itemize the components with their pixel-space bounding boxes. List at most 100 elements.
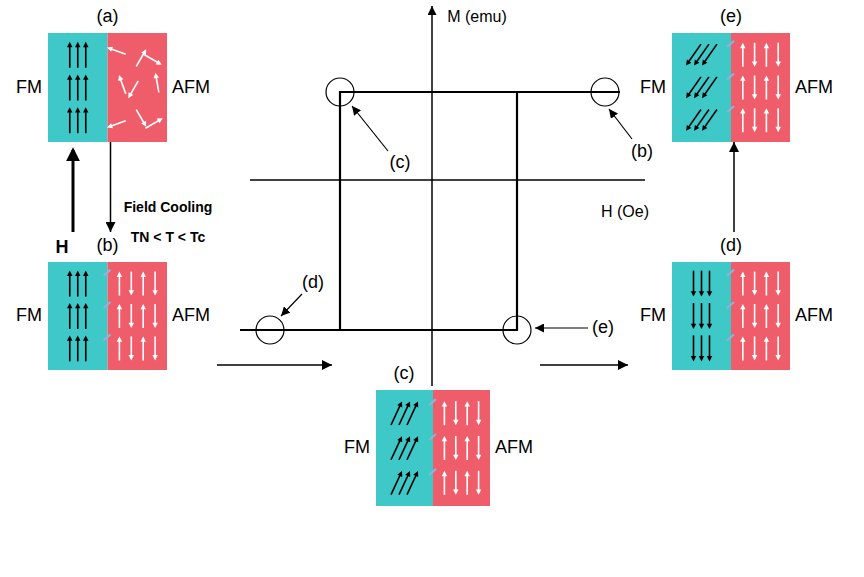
callout-label: (b) bbox=[631, 142, 653, 162]
spin-arrow bbox=[391, 404, 401, 425]
spin-arrow bbox=[754, 304, 756, 325]
spin-arrow bbox=[119, 275, 121, 296]
spin-arrow bbox=[754, 336, 756, 357]
spin-arrow bbox=[444, 404, 446, 425]
spin-arrow bbox=[777, 76, 779, 97]
spin-arrow-head bbox=[154, 73, 159, 79]
spin-arrow-head bbox=[686, 125, 691, 131]
leader-arrow bbox=[352, 106, 388, 151]
spin-arrow bbox=[85, 306, 87, 329]
interface-coupling bbox=[104, 334, 111, 340]
spin-arrow bbox=[696, 44, 709, 63]
spin-arrow bbox=[407, 439, 417, 460]
afm-layer bbox=[108, 262, 168, 370]
spin-arrow bbox=[742, 339, 744, 360]
spin-arrow bbox=[693, 303, 695, 326]
spin-arrow bbox=[407, 474, 417, 495]
spin-arrow bbox=[709, 271, 711, 294]
spin-arrow bbox=[144, 55, 159, 64]
spin-arrow bbox=[69, 338, 71, 361]
spin-arrow-head bbox=[707, 291, 712, 296]
spin-arrow-head bbox=[405, 401, 410, 407]
spin-arrow bbox=[704, 44, 717, 63]
spin-arrow bbox=[766, 46, 768, 67]
spin-arrow-head bbox=[702, 92, 707, 98]
fm-layer bbox=[48, 262, 108, 370]
spin-arrow-head bbox=[129, 290, 134, 295]
spin-arrow bbox=[766, 111, 768, 132]
spin-arrow bbox=[69, 306, 71, 329]
spin-arrow-head bbox=[464, 436, 469, 441]
panel-heading: (c) bbox=[394, 364, 415, 384]
spin-arrow-head bbox=[453, 455, 458, 460]
spin-arrow bbox=[119, 307, 121, 328]
bilayer-panel: (e)FMAFM bbox=[628, 3, 840, 142]
spin-arrow bbox=[455, 471, 457, 492]
spin-arrow bbox=[69, 110, 71, 133]
fm-layer bbox=[672, 262, 731, 370]
spin-arrow bbox=[85, 338, 87, 361]
spin-arrow-head bbox=[464, 401, 469, 406]
spin-arrow bbox=[701, 271, 703, 294]
spin-arrow bbox=[120, 78, 126, 94]
spin-arrow bbox=[444, 439, 446, 460]
process-arrow bbox=[110, 142, 112, 232]
spin-arrow-head bbox=[775, 94, 780, 99]
spin-arrow-head bbox=[75, 75, 80, 80]
spin-arrow-head bbox=[442, 436, 447, 441]
spin-arrow-head bbox=[686, 92, 691, 98]
spin-arrow bbox=[444, 474, 446, 495]
afm-label: AFM bbox=[172, 306, 210, 326]
interface-coupling bbox=[104, 270, 111, 276]
spin-arrow-head bbox=[764, 76, 769, 81]
spin-arrow bbox=[742, 307, 744, 328]
spin-arrow-head bbox=[117, 272, 122, 277]
spin-arrow bbox=[742, 79, 744, 100]
spin-arrow bbox=[766, 275, 768, 296]
spin-arrow-head bbox=[775, 323, 780, 328]
bilayer-figure bbox=[48, 262, 167, 370]
spin-arrow-head bbox=[152, 355, 157, 360]
spin-arrow-head bbox=[67, 107, 72, 112]
spin-arrow bbox=[704, 110, 717, 129]
spin-arrow-head bbox=[764, 43, 769, 48]
spin-arrow bbox=[701, 335, 703, 358]
spin-arrow-head bbox=[775, 127, 780, 132]
spin-arrow-head bbox=[107, 47, 113, 52]
spin-arrow bbox=[69, 274, 71, 297]
bilayer-panel: (c)FMAFM bbox=[332, 360, 540, 506]
spin-arrow bbox=[766, 307, 768, 328]
spin-arrow-head bbox=[691, 291, 696, 296]
fm-label: FM bbox=[628, 306, 666, 326]
process-note: Field Cooling bbox=[124, 200, 213, 215]
spin-arrow-head bbox=[694, 60, 699, 66]
afm-label: AFM bbox=[172, 78, 210, 98]
spin-arrow-head bbox=[152, 323, 157, 328]
condition-note: TN < T < Tc bbox=[131, 230, 205, 245]
spin-arrow-head bbox=[67, 42, 72, 47]
spin-arrow-head bbox=[141, 121, 146, 127]
spin-arrow bbox=[754, 43, 756, 64]
spin-arrow-head bbox=[686, 60, 691, 66]
spin-arrow bbox=[142, 339, 144, 360]
spin-arrow-head bbox=[453, 489, 458, 494]
spin-arrow bbox=[704, 77, 717, 96]
spin-arrow-head bbox=[152, 290, 157, 295]
spin-arrow-head bbox=[83, 335, 88, 340]
spin-arrow bbox=[777, 272, 779, 293]
afm-layer bbox=[731, 262, 790, 370]
spin-arrow-head bbox=[83, 107, 88, 112]
spin-arrow bbox=[85, 78, 87, 101]
spin-arrow bbox=[154, 304, 156, 325]
afm-label: AFM bbox=[495, 438, 533, 458]
spin-arrow bbox=[709, 303, 711, 326]
panel-heading: (b) bbox=[97, 236, 119, 256]
axis-label: M (emu) bbox=[447, 8, 507, 26]
spin-arrow bbox=[754, 108, 756, 129]
spin-arrow bbox=[131, 336, 133, 357]
hysteresis-loop bbox=[240, 92, 620, 330]
interface-coupling bbox=[429, 469, 436, 475]
panel-heading: (d) bbox=[720, 236, 742, 256]
